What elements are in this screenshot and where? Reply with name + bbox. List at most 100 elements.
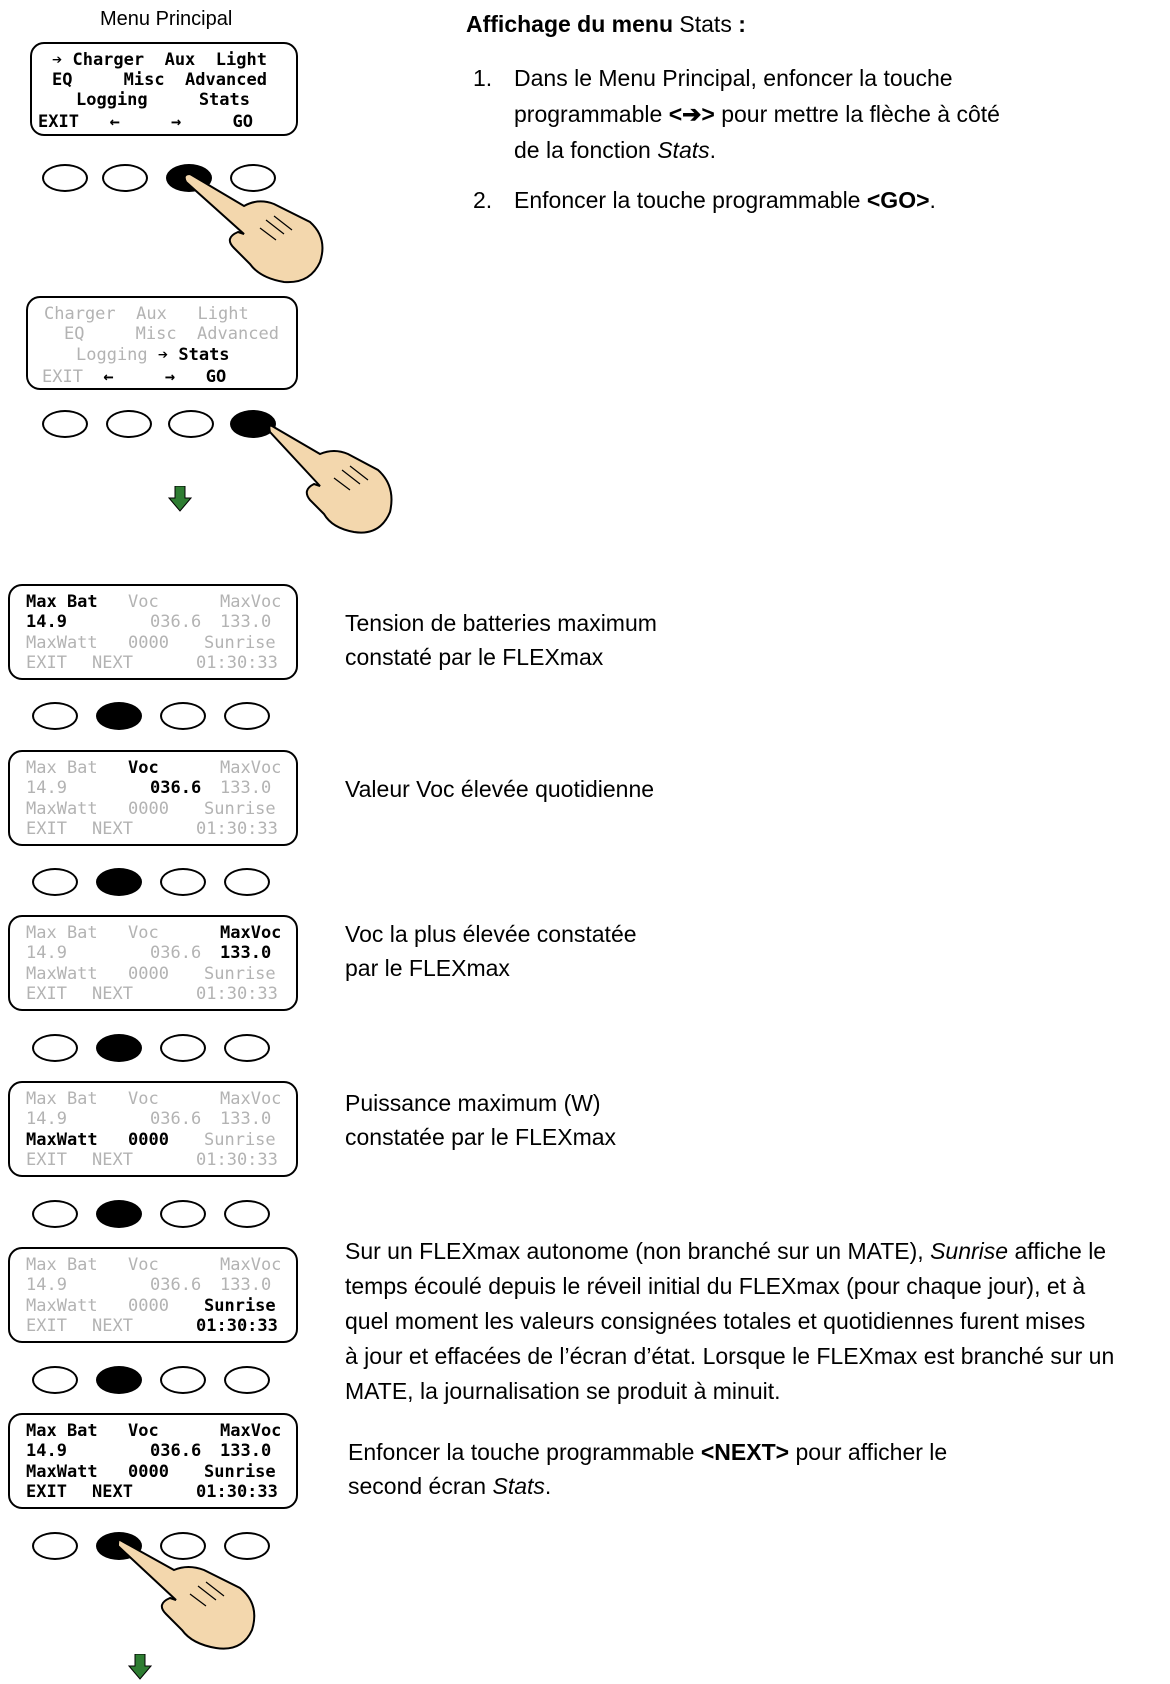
label-voc: Voc xyxy=(128,1255,159,1275)
softkey-1[interactable] xyxy=(32,1200,78,1228)
softkey-4[interactable] xyxy=(230,164,276,192)
softkey-1[interactable] xyxy=(32,1366,78,1394)
label-max-bat: Max Bat xyxy=(26,592,98,612)
softkey-4[interactable] xyxy=(224,1366,270,1394)
lcd-arrows: ← → xyxy=(82,367,206,387)
lcd-line: EXIT ← → GO xyxy=(38,112,253,132)
key-next: <NEXT> xyxy=(700,1439,790,1465)
caption-next-1: Enfoncer la touche programmable <NEXT> p… xyxy=(348,1436,947,1468)
text: . xyxy=(544,1473,552,1499)
lcd-item-stats-selected: ➔ Stats xyxy=(157,345,230,365)
softkey-4-pressed[interactable] xyxy=(230,410,276,438)
label-max-bat: Max Bat xyxy=(26,1421,98,1441)
softkey-3[interactable] xyxy=(160,1200,206,1228)
softkey-4[interactable] xyxy=(224,702,270,730)
step-2: Enfoncer la touche programmable <GO>. xyxy=(514,184,936,216)
section-heading: Affichage du menu Stats : xyxy=(466,8,746,40)
value-max-bat: 14.9 xyxy=(26,612,67,632)
softkey-3[interactable] xyxy=(160,1034,206,1062)
text: Sur un FLEXmax autonome (non branché sur… xyxy=(345,1238,931,1264)
softkey-4[interactable] xyxy=(224,1532,270,1560)
text: pour mettre la flèche à côté xyxy=(714,101,1000,127)
caption-voc: Valeur Voc élevée quotidienne xyxy=(345,776,655,802)
down-arrow-icon xyxy=(168,486,192,512)
softkey-4[interactable] xyxy=(224,1200,270,1228)
label-exit: EXIT xyxy=(26,1150,67,1170)
softkey-1[interactable] xyxy=(32,868,78,896)
caption-maxbat-2: constaté par le FLEXmax xyxy=(345,644,604,670)
value-maxwatt: 0000 xyxy=(128,633,169,653)
caption-maxwatt-2: constatée par le FLEXmax xyxy=(345,1124,617,1150)
label-exit: EXIT xyxy=(26,819,67,839)
label-maxvoc: MaxVoc xyxy=(220,1421,282,1441)
softkey-2[interactable] xyxy=(102,164,148,192)
value-time: 01:30:33 xyxy=(196,1482,278,1502)
value-maxwatt: 0000 xyxy=(128,1462,169,1482)
softkey-2-pressed[interactable] xyxy=(96,1034,142,1062)
label-sunrise: Sunrise xyxy=(204,1130,276,1150)
softkey-3[interactable] xyxy=(160,1366,206,1394)
lcd-main-menu: ➔ Charger Aux Light EQ Misc Advanced Log… xyxy=(30,42,298,136)
pointing-hand-icon xyxy=(268,424,393,534)
value-maxvoc: 133.0 xyxy=(220,1275,272,1295)
label-next: NEXT xyxy=(92,653,133,673)
value-max-bat: 14.9 xyxy=(26,943,67,963)
value-voc: 036.6 xyxy=(150,1441,202,1461)
step-1-line-1: Dans le Menu Principal, enfoncer la touc… xyxy=(514,65,953,91)
softkey-4[interactable] xyxy=(224,868,270,896)
lcd-exit: EXIT xyxy=(42,367,83,387)
step-1-line-2: programmable <➔> pour mettre la flèche à… xyxy=(514,98,1000,130)
caption-sunrise-3: quel moment les valeurs consignées total… xyxy=(345,1308,1086,1334)
value-voc: 036.6 xyxy=(150,612,202,632)
softkey-2-pressed[interactable] xyxy=(96,1200,142,1228)
softkey-1[interactable] xyxy=(32,1532,78,1560)
text: Enfoncer la touche programmable xyxy=(348,1439,701,1465)
softkey-2-pressed[interactable] xyxy=(96,1366,142,1394)
caption-maxvoc-1: Voc la plus élevée constatée xyxy=(345,921,637,947)
value-max-bat: 14.9 xyxy=(26,1441,67,1461)
label-maxwatt: MaxWatt xyxy=(26,799,98,819)
lcd-line: Logging ➔ Stats xyxy=(76,345,230,365)
value-max-bat: 14.9 xyxy=(26,1109,67,1129)
pointing-hand-icon xyxy=(183,172,324,284)
value-maxvoc: 133.0 xyxy=(220,943,272,963)
softkey-1[interactable] xyxy=(42,164,88,192)
lcd-line: Logging Stats xyxy=(76,90,250,110)
heading-stats: Stats xyxy=(673,11,739,37)
heading-bold: Affichage du menu xyxy=(466,11,674,37)
softkey-3[interactable] xyxy=(160,1532,206,1560)
value-voc: 036.6 xyxy=(150,1109,202,1129)
label-maxwatt: MaxWatt xyxy=(26,964,98,984)
softkey-3[interactable] xyxy=(168,410,214,438)
softkey-1[interactable] xyxy=(42,410,88,438)
label-max-bat: Max Bat xyxy=(26,1255,98,1275)
value-maxvoc: 133.0 xyxy=(220,778,272,798)
softkey-2-pressed[interactable] xyxy=(96,868,142,896)
softkey-row xyxy=(42,410,302,438)
softkey-1[interactable] xyxy=(32,1034,78,1062)
caption-sunrise-4: à jour et effacées de l’écran d’état. Lo… xyxy=(345,1343,1115,1369)
menu-caption: Menu Principal xyxy=(100,8,233,30)
label-maxvoc: MaxVoc xyxy=(220,758,282,778)
softkey-4[interactable] xyxy=(224,1034,270,1062)
softkey-2[interactable] xyxy=(106,410,152,438)
softkey-row xyxy=(32,1034,292,1062)
softkey-3[interactable] xyxy=(160,868,206,896)
value-time: 01:30:33 xyxy=(196,984,278,1004)
lcd-item-logging: Logging xyxy=(76,345,158,365)
label-voc: Voc xyxy=(128,758,159,778)
softkey-2-pressed[interactable] xyxy=(96,702,142,730)
softkey-3[interactable] xyxy=(160,702,206,730)
softkey-1[interactable] xyxy=(32,702,78,730)
